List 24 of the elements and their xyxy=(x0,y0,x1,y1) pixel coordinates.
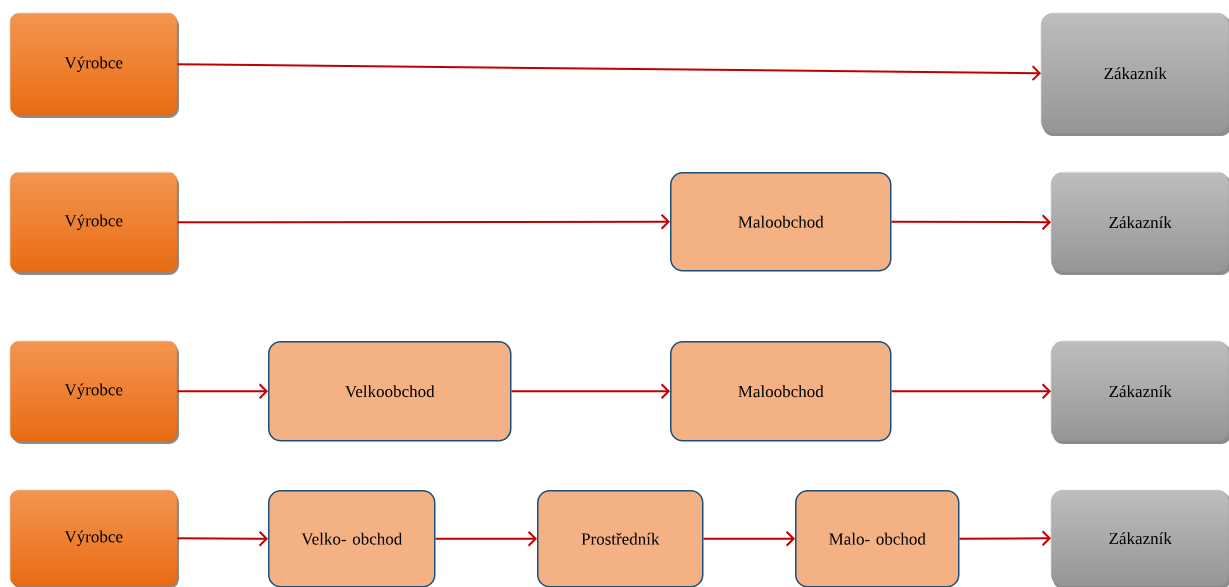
intermediary-box: Maloobchod xyxy=(670,172,892,272)
arrow xyxy=(434,530,537,547)
arrow xyxy=(176,530,268,547)
arrow xyxy=(510,383,670,400)
intermediary-box: Maloobchod xyxy=(670,341,892,442)
producer-box: Výrobce xyxy=(10,172,179,275)
producer-box: Výrobce xyxy=(10,490,179,587)
customer-box: Zákazník xyxy=(1051,490,1229,587)
arrow xyxy=(176,213,670,230)
arrow xyxy=(958,530,1051,547)
arrow xyxy=(890,214,1051,231)
customer-box: Zákazník xyxy=(1051,172,1229,275)
producer-box: Výrobce xyxy=(10,13,179,118)
customer-box: Zákazník xyxy=(1041,13,1229,136)
intermediary-box: Malo- obchod xyxy=(795,490,960,587)
intermediary-box: Velkoobchod xyxy=(268,341,512,442)
arrow xyxy=(890,383,1051,400)
arrow xyxy=(702,530,795,547)
arrow xyxy=(176,383,268,400)
producer-box: Výrobce xyxy=(10,341,179,444)
intermediary-box: Velko- obchod xyxy=(268,490,436,587)
arrow xyxy=(176,63,1041,82)
intermediary-box: Prostředník xyxy=(537,490,704,587)
customer-box: Zákazník xyxy=(1051,341,1229,444)
